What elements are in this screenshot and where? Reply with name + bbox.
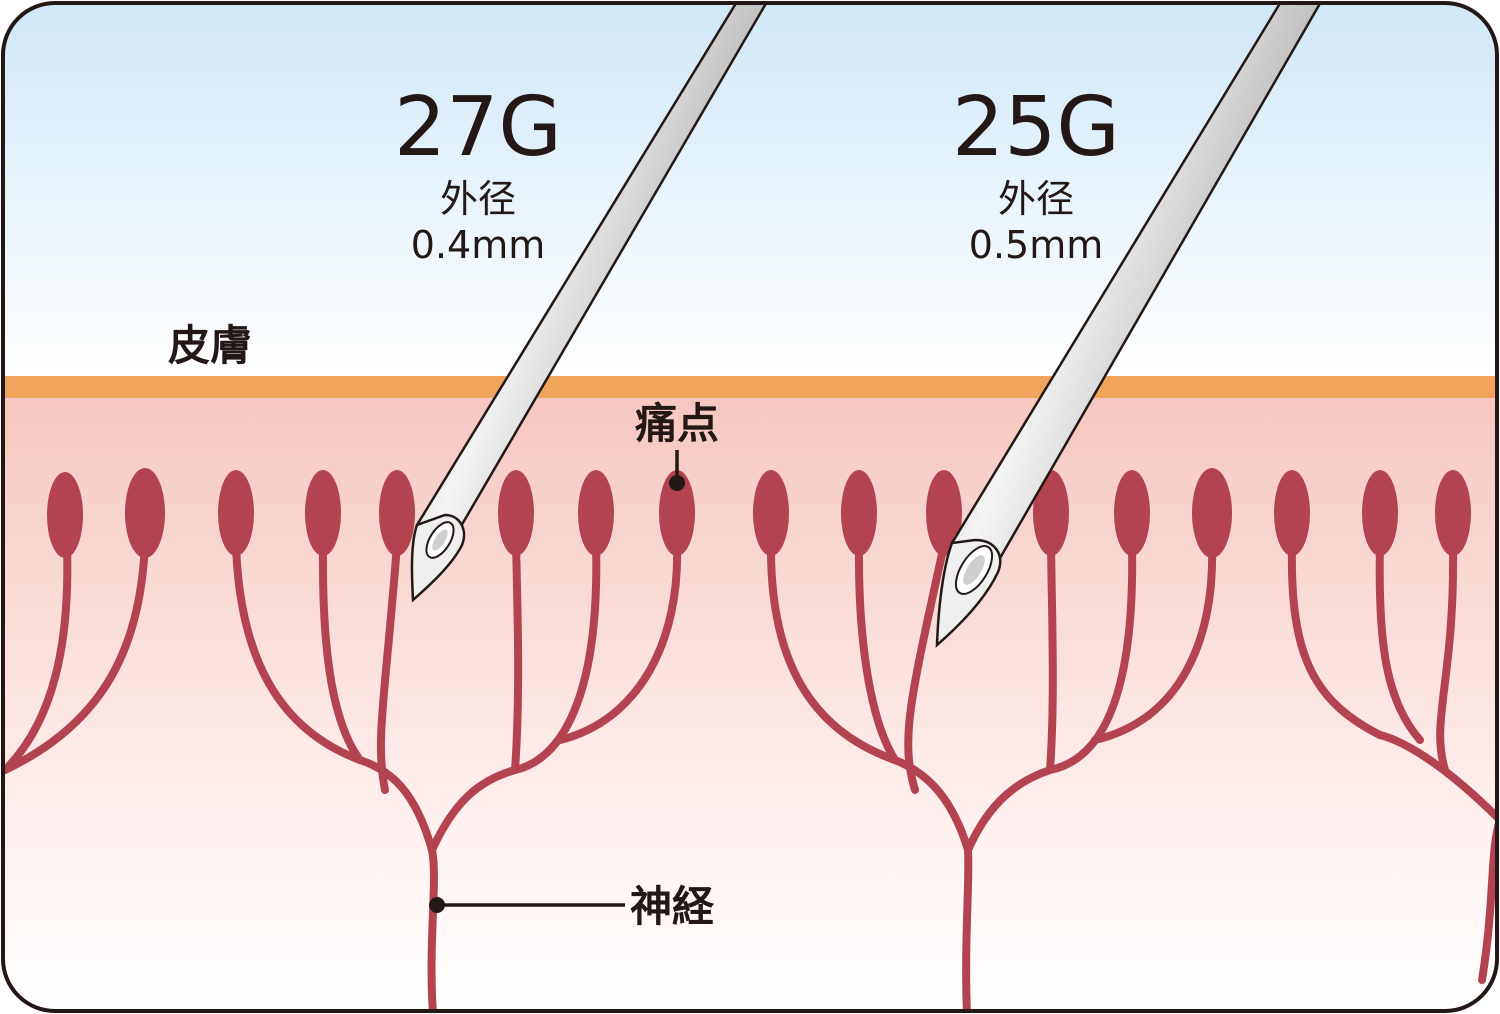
pain-point (753, 470, 789, 556)
needle-25g (935, 3, 1325, 648)
pain-point (1033, 470, 1069, 556)
pain-point (47, 472, 83, 558)
pain-points (47, 468, 1471, 558)
pain-point (218, 470, 254, 556)
pain-point (578, 470, 614, 556)
pain-point (659, 470, 695, 556)
nerve-tree-center-left (232, 541, 682, 1011)
gauge-label-27g: 27G (394, 80, 562, 175)
pain-point (498, 470, 534, 556)
skin-layer (3, 376, 1497, 398)
pain-point (305, 470, 341, 556)
pain-point-label: 痛点 (635, 399, 719, 448)
diameter-value-27g: 0.4mm (411, 223, 545, 267)
pain-point (1192, 468, 1232, 558)
pain-point (926, 470, 962, 556)
pain-point (379, 470, 415, 556)
pain-point (1362, 470, 1398, 556)
pain-point (1114, 470, 1150, 556)
pain-point (1435, 470, 1471, 556)
needle-27g (410, 3, 771, 603)
pain-point-marker (669, 475, 685, 491)
diameter-label-25g: 外径 (998, 177, 1074, 221)
gauge-label-25g: 25G (952, 80, 1120, 175)
skin-label: 皮膚 (168, 321, 252, 370)
nerve-tree-left (3, 541, 149, 774)
pain-point (125, 468, 165, 558)
nerve-label: 神経 (630, 882, 715, 931)
diameter-label-27g: 外径 (440, 177, 516, 221)
pain-point (1274, 470, 1310, 556)
pain-point (841, 470, 877, 556)
nerve-tree-center-right (766, 541, 1217, 1011)
nerve-marker (429, 897, 445, 913)
nerve-tree-right (1287, 541, 1497, 984)
diameter-value-25g: 0.5mm (969, 223, 1103, 267)
